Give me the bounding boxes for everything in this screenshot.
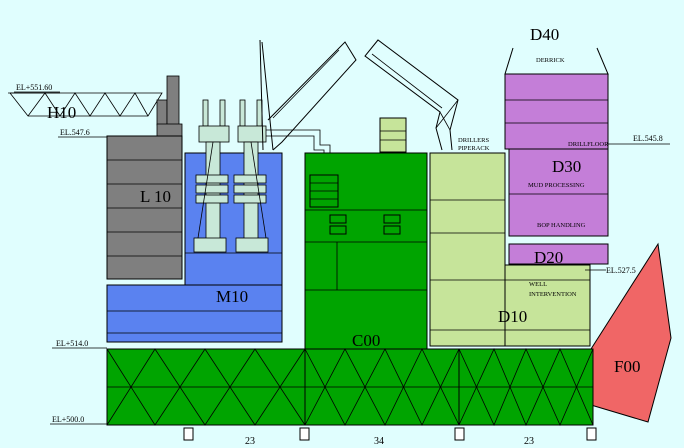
module-d10 xyxy=(429,152,591,347)
note-bop-handling: BOP HANDLING xyxy=(537,222,586,229)
label-d20: D20 xyxy=(534,248,563,267)
note-derrick: DERRICK xyxy=(536,57,565,64)
label-d40: D40 xyxy=(530,25,559,44)
module-d20 xyxy=(508,243,609,265)
label-el-5000: EL+500.0 xyxy=(52,415,84,424)
note-mud-processing: MUD PROCESSING xyxy=(528,182,585,189)
label-el-5476: EL.547.6 xyxy=(60,128,90,137)
label-d30: D30 xyxy=(552,157,581,176)
dimension-3: 23 xyxy=(524,436,534,447)
note-drillfloor: DRILLFLOOR xyxy=(568,141,609,148)
note-drillers: DRILLERS xyxy=(458,137,489,144)
label-d10: D10 xyxy=(498,307,527,326)
module-c00 xyxy=(304,117,428,350)
deck-truss xyxy=(106,347,594,427)
label-f00: F00 xyxy=(614,357,640,376)
dimension-2: 34 xyxy=(374,436,384,447)
note-well: WELL xyxy=(529,281,547,288)
label-h10: H10 xyxy=(47,103,76,122)
dimension-1: 23 xyxy=(245,436,255,447)
label-el-5275: EL.527.5 xyxy=(606,266,636,275)
module-d40 xyxy=(504,47,609,150)
module-h10 xyxy=(8,92,163,117)
note-intervention: INTERVENTION xyxy=(529,291,577,298)
equipment-towers xyxy=(193,99,331,253)
label-l10: L 10 xyxy=(140,187,171,206)
note-piperack: PIPERACK xyxy=(458,145,490,152)
label-el-5458: EL.545.8 xyxy=(633,134,663,143)
crane-booms xyxy=(259,39,459,151)
module-d30 xyxy=(508,148,609,237)
label-el-5140: EL+514.0 xyxy=(56,339,88,348)
support-legs xyxy=(183,427,597,441)
label-el-5516: EL+551.60 xyxy=(16,83,52,92)
label-m10: M10 xyxy=(216,287,248,306)
module-l10 xyxy=(106,75,183,280)
label-c00: C00 xyxy=(352,331,380,350)
